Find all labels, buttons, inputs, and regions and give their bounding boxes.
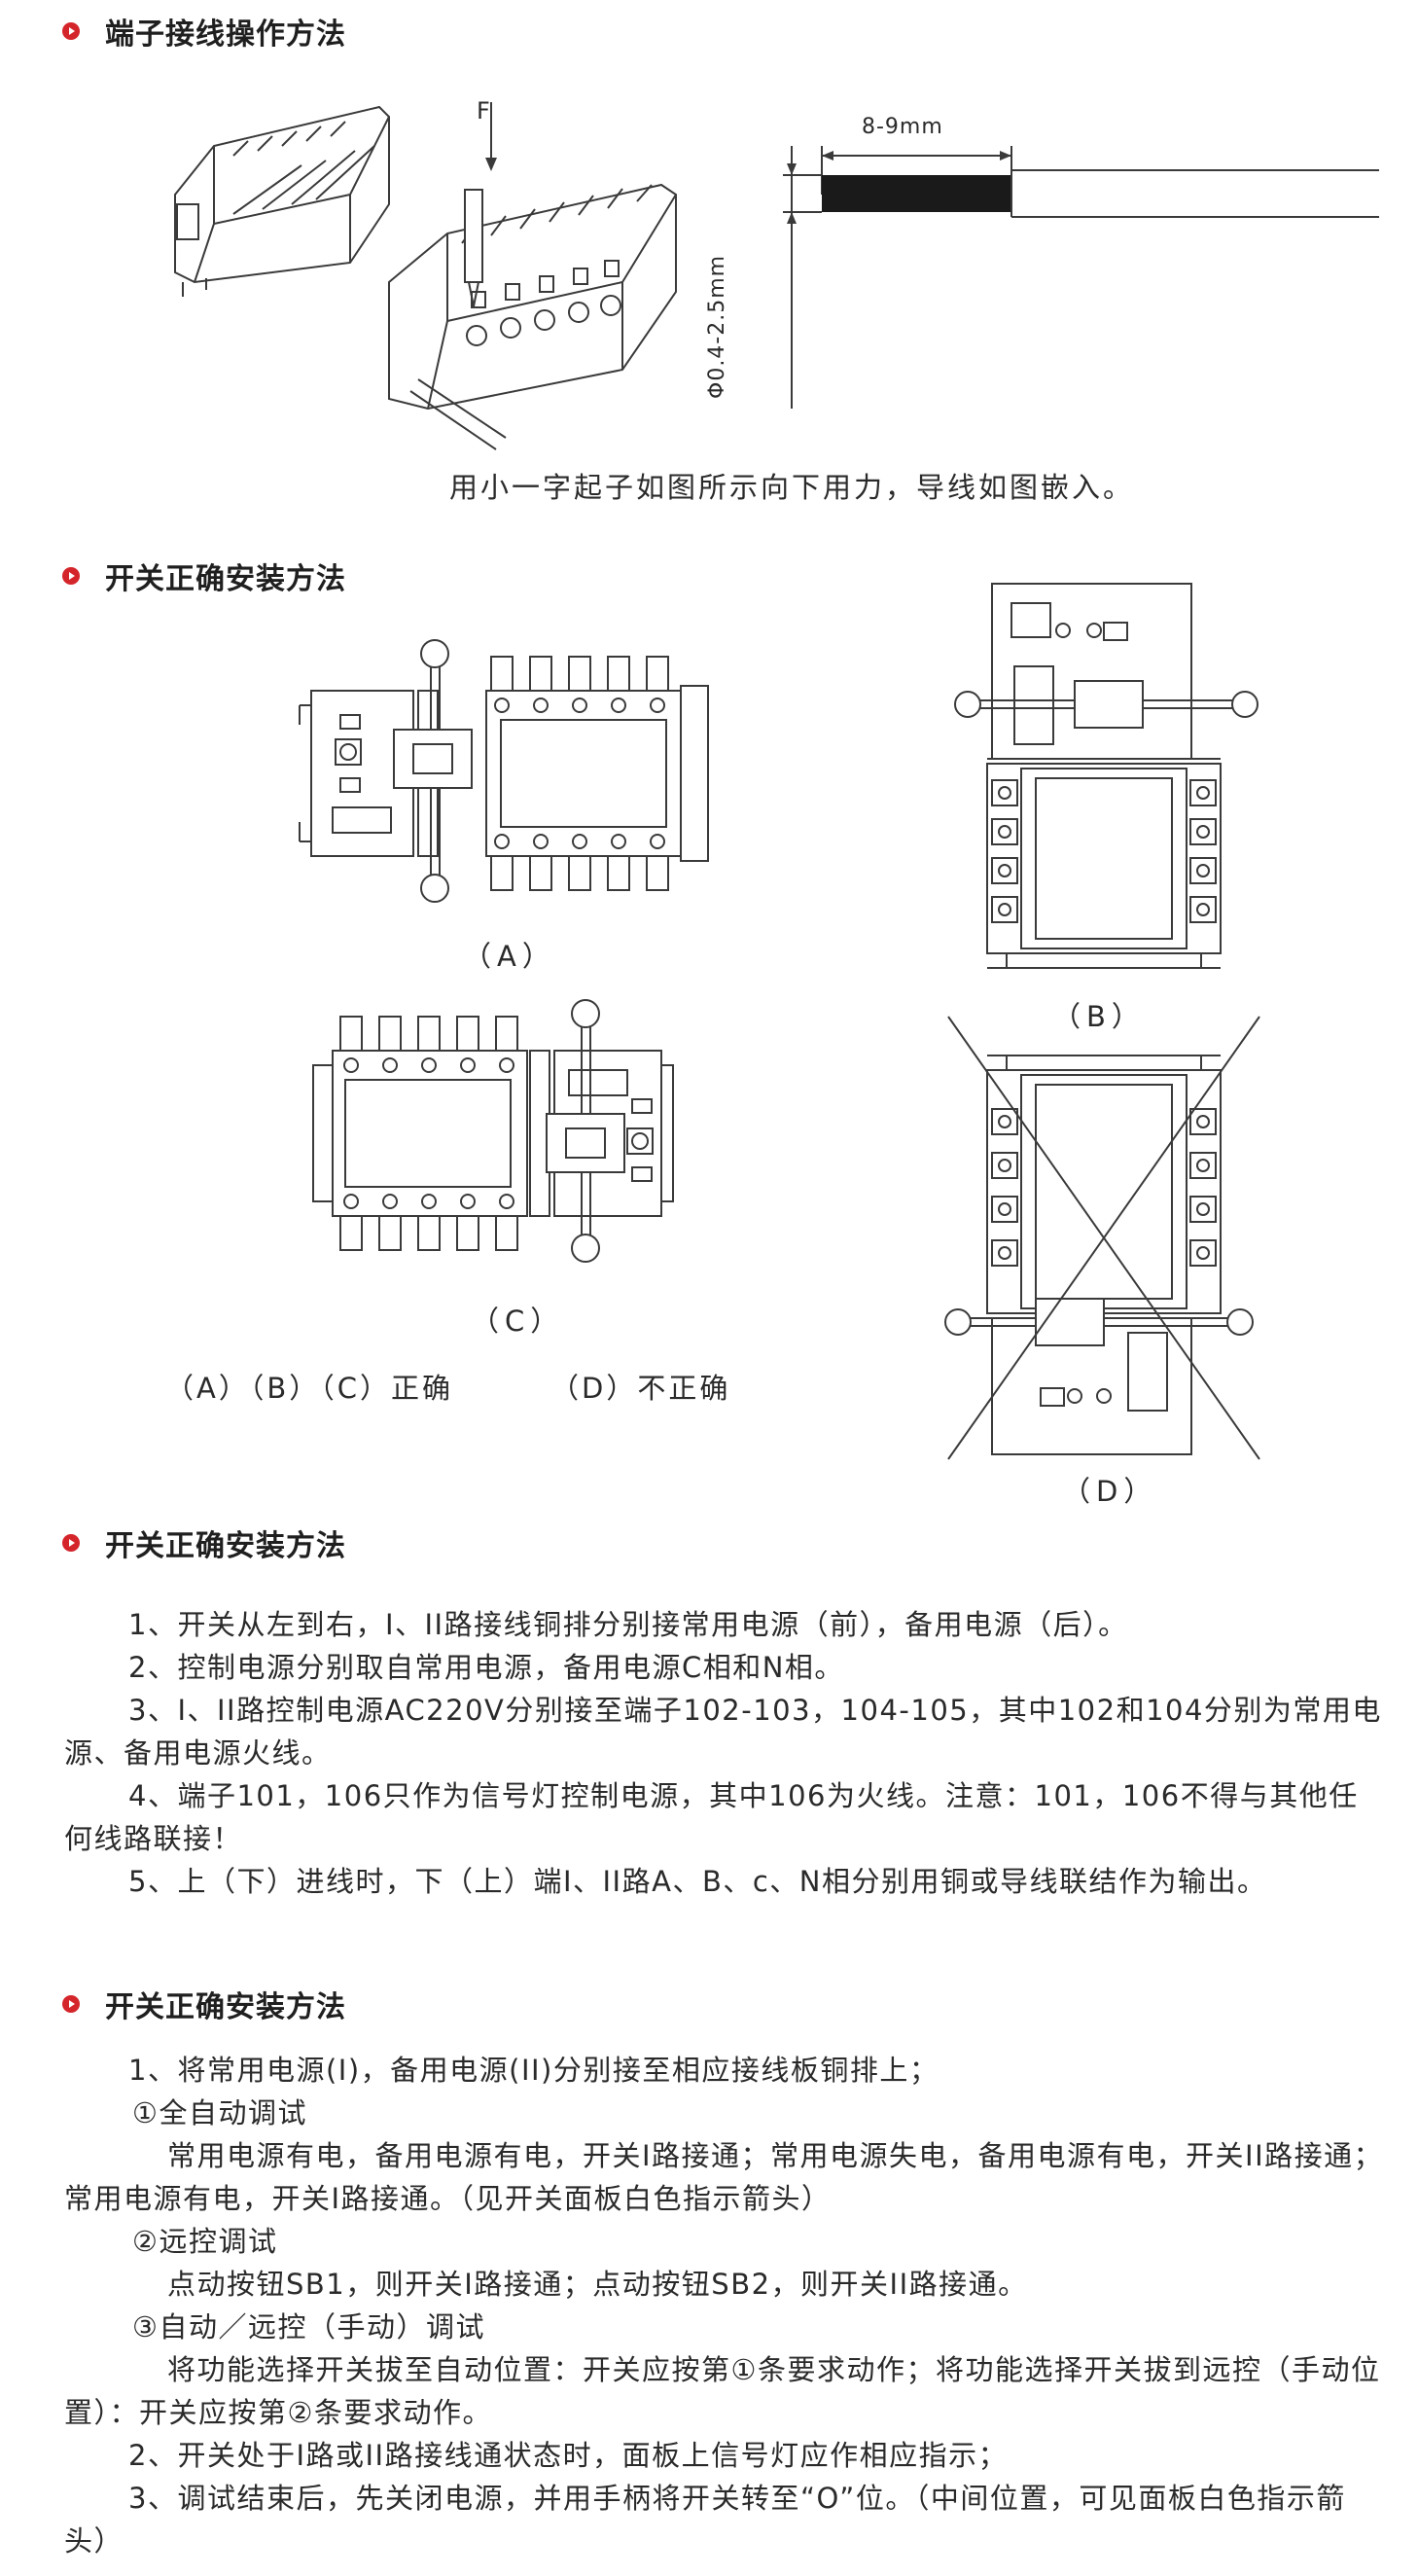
terminal-block-large [388,183,677,450]
switch-figure-a [299,639,709,903]
section4-sub3-title: ③自动／远控（手动）调试 [132,2310,485,2343]
summary-incorrect: （D）不正确 [550,1372,731,1405]
section2-heading-text: 开关正确安装方法 [105,562,346,596]
switch-figure-c [312,999,674,1263]
section4-sub1-title: ①全自动调试 [132,2096,307,2129]
bullet-icon [62,22,80,40]
section3-item-5: 5、上（下）进线时，下（上）端I、II路A、B、c、N相分别用铜或导线联结作为输… [128,1865,1267,1898]
section4-sub1-body: 常用电源有电，备用电源有电，开关I路接通；常用电源失电，备用电源有电，开关II路… [64,2139,1384,2215]
figure-b-label: （B） [1052,1000,1146,1033]
section4-sub2-body: 点动按钮SB1，则开关I路接通；点动按钮SB2，则开关II路接通。 [167,2268,1028,2301]
switch-figure-b [954,583,1258,969]
section4-body: 1、将常用电源(I)，备用电源(II)分别接至相应接线板铜排上； ①全自动调试 … [64,2049,1387,2562]
force-label: F [477,97,493,125]
section3-body: 1、开关从左到右，I、II路接线铜排分别接常用电源（前），备用电源（后）。 2、… [64,1603,1387,1903]
section4-sub3-body: 将功能选择开关拔至自动位置：开关应按第①条要求动作；将功能选择开关拔到远控（手动… [64,2353,1381,2429]
section4-heading: 开关正确安装方法 [62,1985,346,2024]
figure-c-label: （C） [471,1305,565,1338]
section3-item-1: 1、开关从左到右，I、II路接线铜排分别接常用电源（前），备用电源（后）。 [128,1608,1128,1641]
section4-line-3: 3、调试结束后，先关闭电源，并用手柄将开关转至“O”位。（中间位置，可见面板白色… [64,2482,1346,2558]
wire-diameter-label: Φ0.4-2.5mm [705,254,729,399]
figure-a-label: （A） [463,940,556,973]
section3-item-2: 2、控制电源分别取自常用电源，备用电源C相和N相。 [128,1651,844,1684]
switch-figure-d [944,1016,1260,1460]
section3-item-4: 4、端子101，106只作为信号灯控制电源，其中106为火线。注意：101，10… [64,1779,1359,1855]
terminal-block-drawing [174,102,677,450]
bullet-icon [62,1534,80,1552]
section4-heading-text: 开关正确安装方法 [105,1990,346,2024]
section1-heading-text: 端子接线操作方法 [105,18,346,52]
terminal-block-small [174,105,390,297]
bullet-icon [62,567,80,585]
section4-line-1: 1、将常用电源(I)，备用电源(II)分别接至相应接线板铜排上； [128,2054,939,2087]
strip-length-label: 8-9mm [862,115,943,139]
section1-caption: 用小一字起子如图所示向下用力，导线如图嵌入。 [449,471,1135,504]
section4-sub2-title: ②远控调试 [132,2225,278,2258]
section3-heading-text: 开关正确安装方法 [105,1529,346,1563]
summary-correct: （A）（B）（C）正确 [165,1372,453,1405]
wire-strip-drawing [783,146,1379,409]
figure-d-label: （D） [1062,1475,1158,1508]
section2-heading: 开关正确安装方法 [62,556,346,596]
section3-item-3: 3、I、II路控制电源AC220V分别接至端子102-103，104-105，其… [64,1694,1382,1770]
bullet-icon [62,1995,80,2013]
section1-heading: 端子接线操作方法 [62,12,346,52]
section3-heading: 开关正确安装方法 [62,1523,346,1563]
section4-line-2: 2、开关处于I路或II路接线通状态时，面板上信号灯应作相应指示； [128,2439,1009,2472]
